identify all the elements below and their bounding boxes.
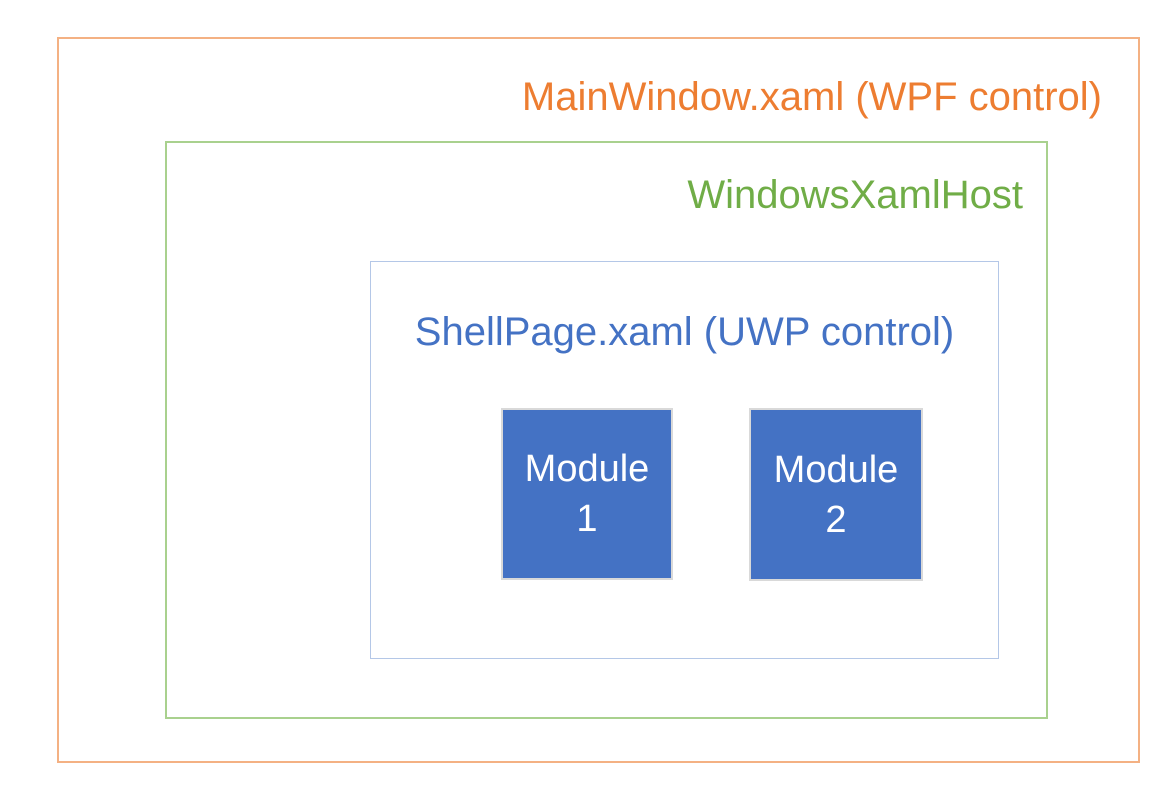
shellpage-box: ShellPage.xaml (UWP control) Module 1 Mo…: [370, 261, 999, 659]
module-1-label-line2: 1: [576, 498, 598, 540]
module-2-label-line1: Module: [773, 448, 899, 491]
module-1-label-line1: Module: [524, 448, 650, 490]
module-2-box: Module 2: [749, 408, 923, 581]
windowsxamlhost-box: WindowsXamlHost ShellPage.xaml (UWP cont…: [165, 141, 1048, 719]
shellpage-label: ShellPage.xaml (UWP control): [414, 310, 955, 354]
module-2-label-line2: 2: [825, 498, 847, 541]
mainwindow-label: MainWindow.xaml (WPF control): [521, 75, 1102, 119]
windowsxamlhost-label: WindowsXamlHost: [687, 173, 1023, 217]
mainwindow-box: MainWindow.xaml (WPF control) WindowsXam…: [57, 37, 1140, 763]
module-1-box: Module 1: [501, 408, 673, 580]
